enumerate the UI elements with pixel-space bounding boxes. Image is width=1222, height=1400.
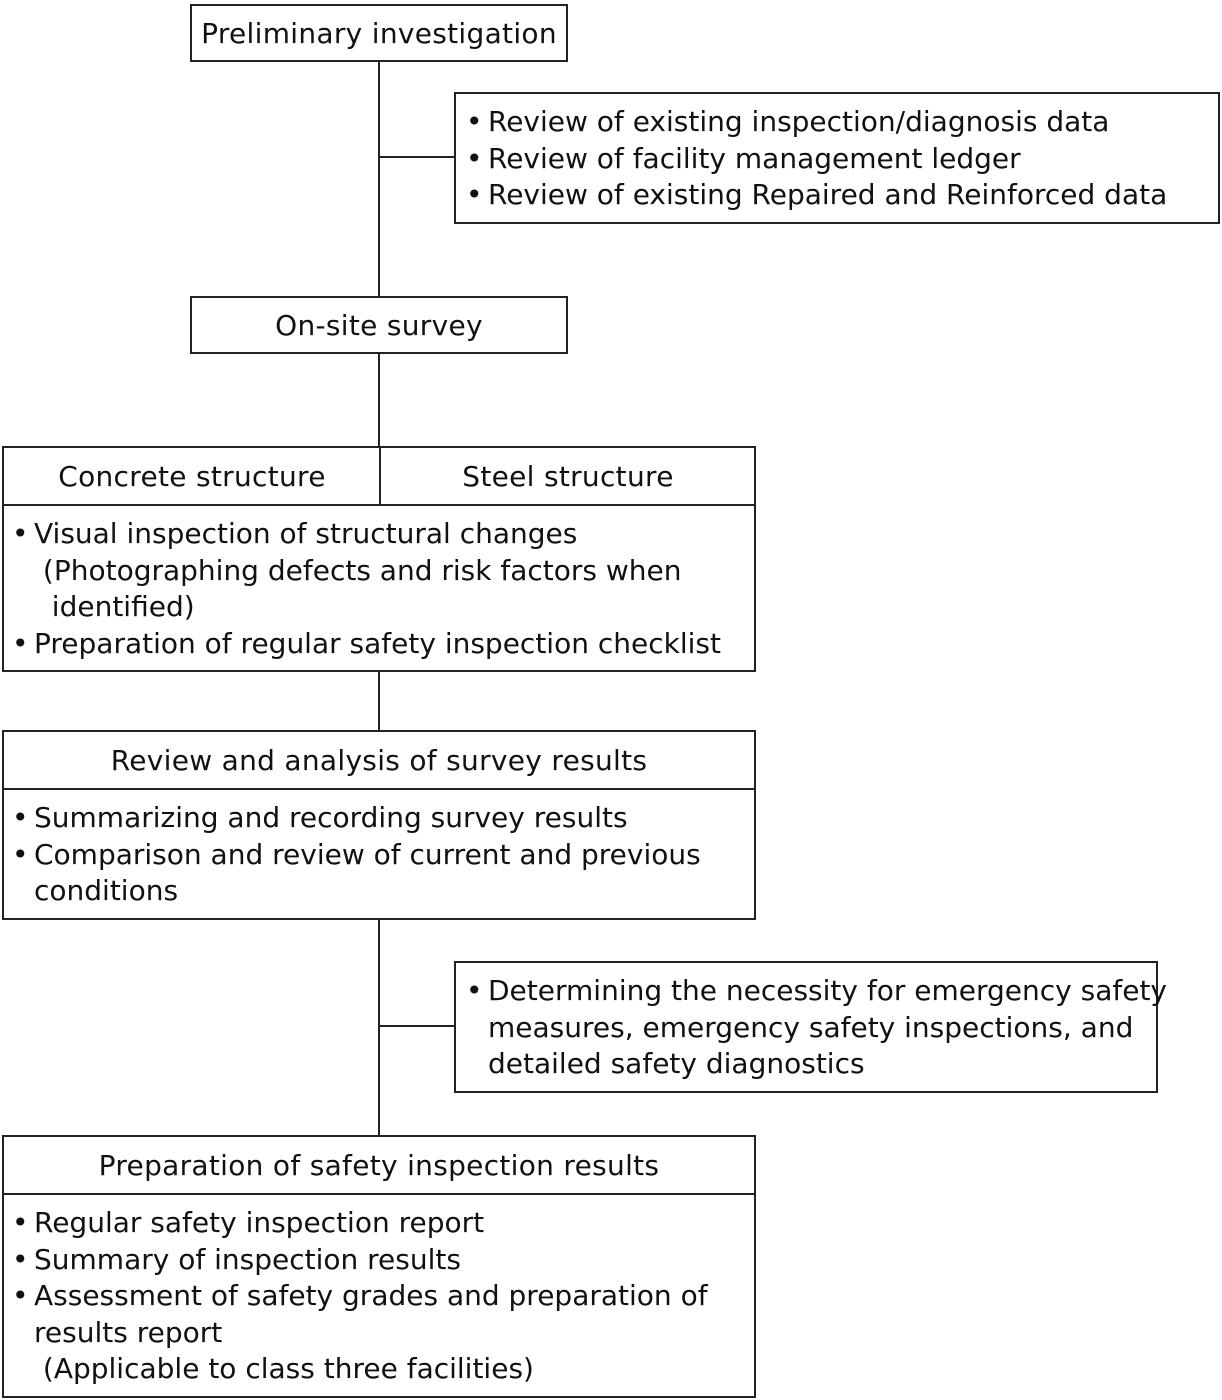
connector-branch-preliminary bbox=[378, 156, 456, 158]
list-item: •Preparation of regular safety inspectio… bbox=[8, 626, 721, 663]
structures-box: Concrete structure Steel structure •Visu… bbox=[2, 446, 756, 672]
structures-header-divider bbox=[4, 504, 754, 506]
connector-main-4 bbox=[378, 917, 380, 1137]
bullet-icon: • bbox=[12, 837, 29, 871]
bullet-icon: • bbox=[12, 1279, 29, 1312]
structures-column-divider bbox=[379, 448, 381, 504]
list-item: •Review of existing inspection/diagnosis… bbox=[462, 104, 1167, 141]
review-analysis-title: Review and analysis of survey results bbox=[110, 743, 648, 777]
connector-main-2 bbox=[378, 352, 380, 448]
bullet-icon: • bbox=[12, 626, 29, 660]
bullet-icon: • bbox=[466, 974, 483, 1007]
list-item: •Regular safety inspection report bbox=[8, 1205, 708, 1242]
results-box: Preparation of safety inspection results… bbox=[2, 1135, 756, 1398]
bullet-icon: • bbox=[466, 141, 483, 175]
list-item: •Review of existing Repaired and Reinfor… bbox=[462, 177, 1167, 214]
results-list: •Regular safety inspection report •Summa… bbox=[8, 1205, 708, 1388]
preliminary-side-box: •Review of existing inspection/diagnosis… bbox=[454, 92, 1220, 224]
review-header-divider bbox=[4, 788, 754, 790]
structures-list: •Visual inspection of structural changes… bbox=[8, 516, 721, 662]
list-item: •Review of facility management ledger bbox=[462, 141, 1167, 178]
preliminary-investigation-box: Preliminary investigation bbox=[190, 4, 568, 62]
results-header-divider bbox=[4, 1193, 754, 1195]
connector-main-3 bbox=[378, 670, 380, 732]
list-item: •Assessment of safety grades and prepara… bbox=[12, 1279, 708, 1385]
steel-structure-title: Steel structure bbox=[462, 459, 674, 493]
preliminary-investigation-title: Preliminary investigation bbox=[201, 16, 557, 50]
list-item: •Summarizing and recording survey result… bbox=[8, 800, 701, 837]
bullet-icon: • bbox=[466, 105, 483, 138]
bullet-icon: • bbox=[466, 178, 483, 211]
review-list: •Summarizing and recording survey result… bbox=[8, 800, 701, 910]
concrete-structure-title: Concrete structure bbox=[58, 459, 326, 493]
bullet-icon: • bbox=[12, 517, 29, 550]
onsite-survey-title: On-site survey bbox=[275, 308, 483, 342]
list-item: •Determining the necessity for emergency… bbox=[466, 974, 1167, 1080]
list-item: •Comparison and review of current and pr… bbox=[12, 837, 701, 908]
review-side-box: •Determining the necessity for emergency… bbox=[454, 961, 1167, 1093]
list-item: •Summary of inspection results bbox=[8, 1242, 708, 1279]
results-title: Preparation of safety inspection results bbox=[98, 1148, 660, 1182]
review-side-list: •Determining the necessity for emergency… bbox=[462, 973, 1167, 1083]
preliminary-side-list: •Review of existing inspection/diagnosis… bbox=[462, 104, 1167, 214]
bullet-icon: • bbox=[12, 1206, 29, 1239]
review-analysis-box: Review and analysis of survey results •S… bbox=[2, 730, 756, 920]
onsite-survey-box: On-site survey bbox=[190, 296, 568, 354]
bullet-icon: • bbox=[12, 1242, 29, 1276]
bullet-icon: • bbox=[12, 801, 29, 834]
connector-main-1 bbox=[378, 60, 380, 298]
connector-branch-review bbox=[378, 1025, 456, 1027]
list-item: •Visual inspection of structural changes… bbox=[12, 517, 682, 623]
